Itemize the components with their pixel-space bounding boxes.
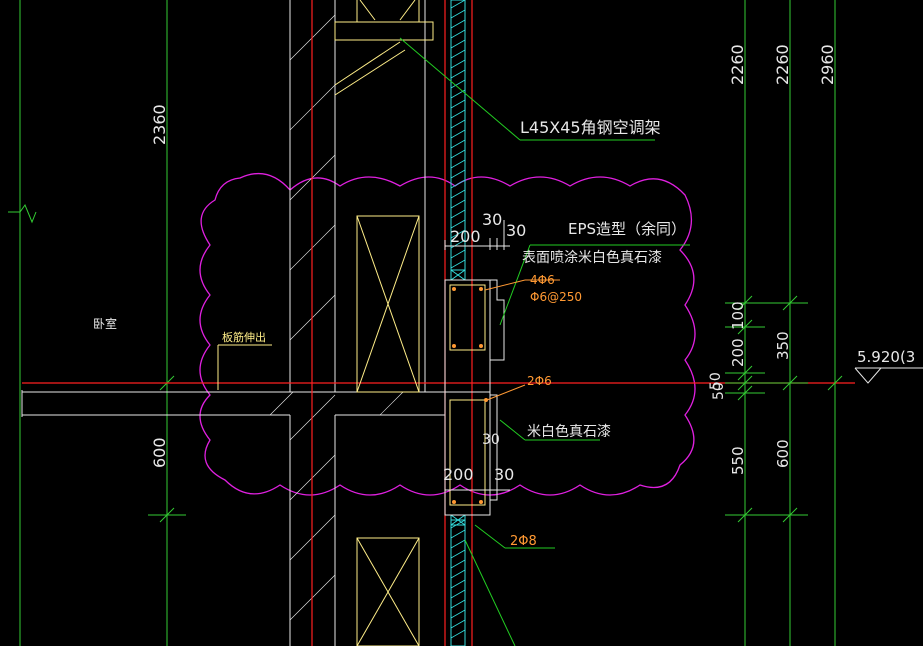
window-upper bbox=[356, 215, 420, 393]
elevation-marker bbox=[854, 367, 923, 384]
dim-right-550: 550 bbox=[729, 446, 747, 475]
dim-detail-30-top-a: 30 bbox=[482, 210, 502, 229]
dim-detail-30-mid: 30 bbox=[482, 432, 500, 448]
dim-detail-30-top-b: 30 bbox=[506, 221, 526, 240]
room-label: 卧室 bbox=[93, 316, 117, 331]
rebar-leaders bbox=[484, 279, 560, 401]
break-line-symbol bbox=[8, 203, 37, 224]
rebar-mid: 2Φ6 bbox=[527, 374, 552, 388]
detail-dimension-lines bbox=[444, 220, 510, 491]
dim-right-200: 200 bbox=[729, 338, 747, 367]
rebar-bottom: 2Φ8 bbox=[510, 534, 537, 549]
rebar-top-main: 4Φ6 bbox=[530, 273, 555, 287]
eps-label-line2: 表面喷涂米白色真石漆 bbox=[522, 249, 662, 266]
insulation-strip bbox=[450, 0, 466, 646]
eps-profile bbox=[490, 279, 505, 501]
dim-right-50b: 50 bbox=[711, 382, 727, 400]
revision-cloud bbox=[199, 172, 696, 496]
eps-cornice-detail bbox=[444, 279, 491, 516]
ac-bracket bbox=[334, 21, 434, 96]
finish-label: 米白色真石漆 bbox=[527, 423, 611, 440]
dim-detail-30-bottom: 30 bbox=[494, 465, 514, 484]
right-dimension-chains bbox=[725, 0, 843, 646]
upper-wall bbox=[289, 0, 426, 392]
rebar-top-stirrup: Φ6@250 bbox=[530, 290, 582, 304]
dim-right-350: 350 bbox=[774, 331, 792, 360]
dim-detail-200-top: 200 bbox=[450, 227, 481, 246]
elevation-label: 5.920(3 bbox=[857, 348, 915, 366]
dim-right-col3-top: 2960 bbox=[818, 44, 837, 85]
slab-note: 板筋伸出 bbox=[222, 330, 266, 344]
slab-note-leader bbox=[217, 344, 272, 390]
window-top-fragment bbox=[356, 0, 420, 22]
dim-left-lower: 600 bbox=[150, 437, 169, 468]
dim-right-100: 100 bbox=[729, 301, 747, 330]
window-lower bbox=[356, 537, 420, 646]
dim-right-col1-top: 2260 bbox=[728, 44, 747, 85]
dim-right-50a: 50 bbox=[708, 372, 724, 390]
dim-detail-200-bottom: 200 bbox=[443, 465, 474, 484]
dim-right-600: 600 bbox=[774, 439, 792, 468]
dim-left-upper: 2360 bbox=[150, 104, 169, 145]
rebar-dots bbox=[452, 287, 488, 504]
leader-lines bbox=[399, 37, 690, 646]
angle-bracket-label: L45X45角钢空调架 bbox=[520, 118, 661, 137]
eps-label-line1: EPS造型（余同） bbox=[568, 220, 686, 238]
dim-right-col2-top: 2260 bbox=[773, 44, 792, 85]
